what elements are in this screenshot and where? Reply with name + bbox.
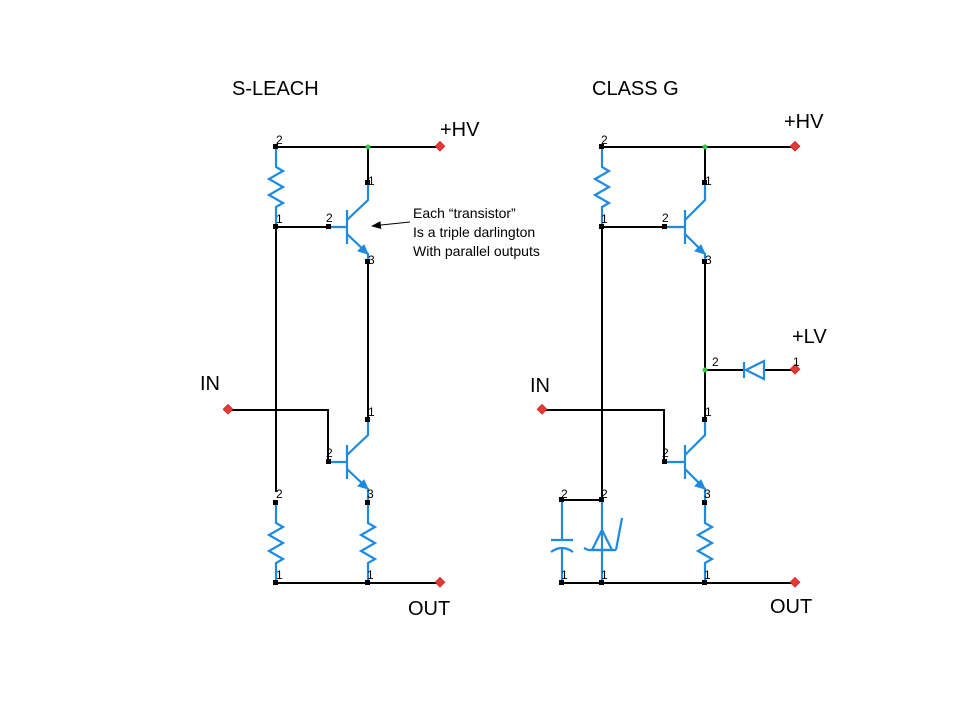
top-bias-resistor — [266, 147, 286, 227]
pin-label: 2 — [662, 211, 669, 225]
pin-label: 2 — [601, 133, 608, 147]
lower-npn-transistor — [328, 420, 370, 503]
pin-label: 1 — [368, 174, 375, 188]
out-port — [789, 576, 801, 588]
hv-label: +HV — [440, 119, 480, 141]
lv-steering-diode — [742, 359, 766, 381]
pin-label: 1 — [705, 405, 712, 419]
lv-port — [789, 363, 801, 375]
bypass-capacitor — [550, 500, 574, 583]
emitter-resistor — [358, 503, 378, 583]
pin-label: 1 — [367, 568, 374, 582]
hv-label: +HV — [784, 111, 824, 133]
pin-label: 3 — [704, 487, 711, 501]
pin-label: 1 — [704, 568, 711, 582]
annotation-line-3: With parallel outputs — [413, 243, 540, 259]
pin-label: 2 — [276, 133, 283, 147]
in-label: IN — [200, 373, 220, 395]
in-label: IN — [530, 375, 550, 397]
pin-label: 2 — [326, 446, 333, 460]
pin-label: 1 — [601, 568, 608, 582]
lower-npn-transistor — [664, 420, 707, 503]
pin-label: 1 — [793, 355, 800, 369]
pin-label: 1 — [368, 405, 375, 419]
pin-label: 1 — [601, 212, 608, 226]
input-wire — [228, 409, 329, 462]
emitter-resistor — [695, 503, 715, 583]
annotation-line-1: Each “transistor” — [413, 205, 516, 221]
out-port — [434, 576, 446, 588]
zener-diode — [583, 500, 624, 583]
pin-label: 3 — [367, 487, 374, 501]
in-port — [536, 403, 548, 415]
annotation-arrow — [371, 221, 411, 230]
pin-label: 3 — [368, 253, 375, 267]
upper-npn-transistor — [328, 183, 370, 262]
out-label: OUT — [408, 598, 450, 620]
pin-label: 2 — [662, 446, 669, 460]
pin-label: 1 — [561, 568, 568, 582]
in-port — [222, 403, 234, 415]
right-circuit-title: CLASS G — [592, 78, 679, 100]
left-circuit-title: S-LEACH — [232, 78, 319, 100]
pin-label: 2 — [712, 355, 719, 369]
pin-label: 2 — [276, 487, 283, 501]
annotation-line-2: Is a triple darlington — [413, 224, 535, 240]
hv-port — [789, 140, 801, 152]
out-label: OUT — [770, 596, 812, 618]
pin-label: 1 — [276, 212, 283, 226]
pin-label: 2 — [561, 487, 568, 501]
lv-label: +LV — [792, 326, 827, 348]
input-wire — [542, 409, 665, 462]
class-g-circuit: 2 1 2 1 3 2 1 1 2 3 2 2 1 1 1 +HV +LV IN… — [530, 111, 827, 618]
pin-label: 2 — [326, 211, 333, 225]
top-bias-resistor — [592, 147, 612, 227]
hv-port — [434, 140, 446, 152]
pin-label: 1 — [276, 568, 283, 582]
pin-label: 1 — [705, 174, 712, 188]
upper-npn-transistor — [664, 183, 707, 262]
bottom-bias-resistor — [266, 503, 286, 583]
pin-label: 2 — [601, 487, 608, 501]
pin-label: 3 — [705, 253, 712, 267]
s-leach-circuit: 2 1 2 1 3 1 2 3 2 1 1 +HV IN OUT Each “t… — [200, 119, 540, 620]
